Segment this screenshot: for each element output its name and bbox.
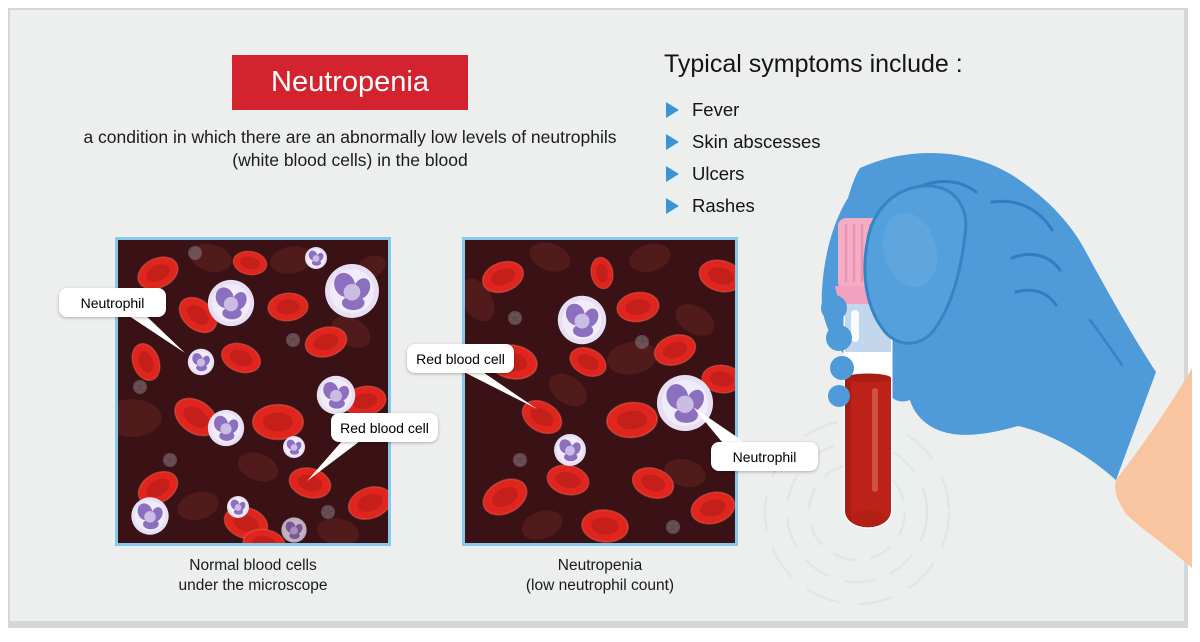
forearm-skin xyxy=(1115,368,1192,568)
symptom-item: Rashes xyxy=(666,190,821,222)
test-tube xyxy=(843,300,893,529)
caption-line-2: under the microscope xyxy=(178,576,328,594)
label-red-blood-cell-right: Red blood cell xyxy=(407,344,514,373)
subtitle-line-2: (white blood cells) in the blood xyxy=(232,150,468,171)
caption-line-1: Normal blood cells xyxy=(189,557,317,574)
blood-meniscus xyxy=(845,373,891,383)
label-neutrophil-left: Neutrophil xyxy=(59,288,166,317)
bullet-triangle-icon xyxy=(666,166,679,182)
symptom-label: Ulcers xyxy=(692,163,745,184)
page-title: Neutropenia xyxy=(232,55,468,110)
symptom-label: Fever xyxy=(692,99,740,120)
tube-blood xyxy=(845,378,891,528)
blood-cells-illustration-normal xyxy=(118,240,388,543)
caption-neutropenia: Neutropenia (low neutrophil count) xyxy=(462,556,738,596)
tube-blood-shading xyxy=(845,378,888,528)
finger-knuckles xyxy=(821,295,854,407)
symptom-label: Rashes xyxy=(692,195,755,216)
tube-highlight xyxy=(851,310,859,342)
label-red-blood-cell-left: Red blood cell xyxy=(331,413,438,442)
symptom-item: Skin abscesses xyxy=(666,126,821,158)
gloved-hand-test-tube-illustration xyxy=(763,152,1192,606)
caption-normal-blood: Normal blood cells under the microscope xyxy=(115,556,391,596)
symptom-item: Fever xyxy=(666,94,821,126)
symptom-item: Ulcers xyxy=(666,158,821,190)
symptoms-list: Fever Skin abscesses Ulcers Rashes xyxy=(666,94,821,222)
bullet-triangle-icon xyxy=(666,102,679,118)
symptom-label: Skin abscesses xyxy=(692,131,821,152)
bullet-triangle-icon xyxy=(666,134,679,150)
symptoms-heading: Typical symptoms include : xyxy=(664,50,963,78)
panel-normal-blood xyxy=(115,237,391,546)
caption-line-2: (low neutrophil count) xyxy=(525,576,675,594)
thumb xyxy=(863,184,968,345)
label-neutrophil-right: Neutrophil xyxy=(711,442,818,471)
panel-neutropenia-blood xyxy=(462,237,738,546)
subtitle-line-1: a condition in which there are an abnorm… xyxy=(83,127,617,147)
bullet-triangle-icon xyxy=(666,198,679,214)
caption-line-1: Neutropenia xyxy=(557,557,643,574)
blood-cells-illustration-neutropenia xyxy=(465,240,735,543)
thumb-highlight xyxy=(883,212,937,288)
page-subtitle: a condition in which there are an abnorm… xyxy=(40,126,660,172)
